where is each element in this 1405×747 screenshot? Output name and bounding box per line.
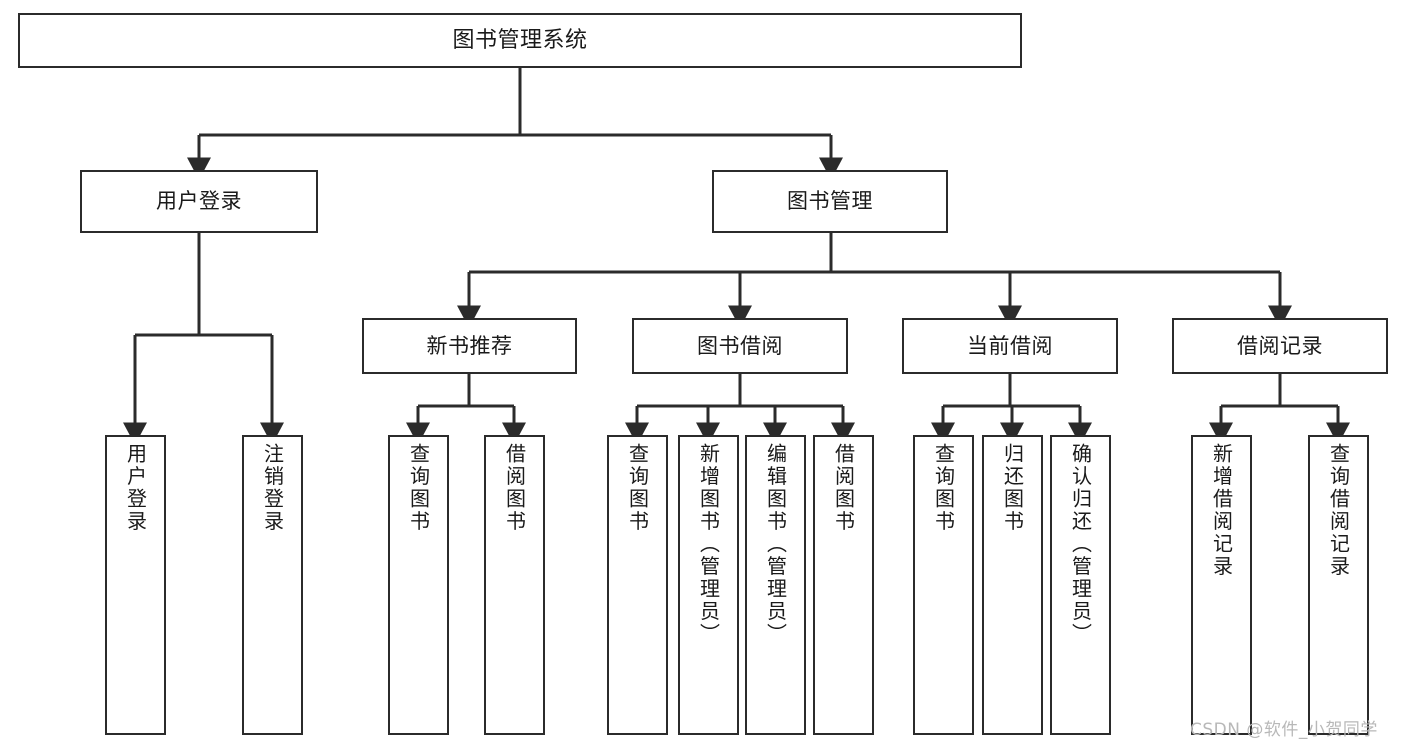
csdn-watermark: CSDN @软件_小贺同学 bbox=[1190, 720, 1378, 740]
node-borrow-record[interactable]: 借阅记录 bbox=[1172, 318, 1388, 374]
node-leaf-user-login-label: 用户登录 bbox=[123, 443, 148, 533]
node-leaf-borrow-book-1-label: 借阅图书 bbox=[502, 443, 527, 533]
node-leaf-query-book-3-label: 查询图书 bbox=[931, 443, 956, 533]
node-book-manage-label: 图书管理 bbox=[787, 189, 873, 214]
node-leaf-edit-book-label: 编辑图书（管理员） bbox=[763, 443, 788, 646]
node-leaf-return-book[interactable]: 归还图书 bbox=[982, 435, 1043, 735]
node-book-borrow-label: 图书借阅 bbox=[697, 333, 783, 358]
node-leaf-logout[interactable]: 注销登录 bbox=[242, 435, 303, 735]
node-leaf-query-record-label: 查询借阅记录 bbox=[1326, 443, 1351, 578]
node-leaf-query-book-2-label: 查询图书 bbox=[625, 443, 650, 533]
node-leaf-query-book-2[interactable]: 查询图书 bbox=[607, 435, 668, 735]
node-new-book-recommend[interactable]: 新书推荐 bbox=[362, 318, 577, 374]
node-current-borrow[interactable]: 当前借阅 bbox=[902, 318, 1118, 374]
node-book-borrow[interactable]: 图书借阅 bbox=[632, 318, 848, 374]
node-leaf-query-book-3[interactable]: 查询图书 bbox=[913, 435, 974, 735]
node-leaf-query-book-1-label: 查询图书 bbox=[406, 443, 431, 533]
root[interactable]: 图书管理系统 bbox=[18, 13, 1022, 68]
node-leaf-confirm-return[interactable]: 确认归还（管理员） bbox=[1050, 435, 1111, 735]
node-leaf-add-record[interactable]: 新增借阅记录 bbox=[1191, 435, 1252, 735]
node-user-login[interactable]: 用户登录 bbox=[80, 170, 318, 233]
node-leaf-logout-label: 注销登录 bbox=[260, 443, 285, 533]
node-leaf-borrow-book-1[interactable]: 借阅图书 bbox=[484, 435, 545, 735]
node-leaf-add-book-label: 新增图书（管理员） bbox=[696, 443, 721, 646]
root-label: 图书管理系统 bbox=[452, 27, 588, 53]
node-leaf-query-record[interactable]: 查询借阅记录 bbox=[1308, 435, 1369, 735]
node-book-manage[interactable]: 图书管理 bbox=[712, 170, 948, 233]
node-leaf-edit-book[interactable]: 编辑图书（管理员） bbox=[745, 435, 806, 735]
node-leaf-add-record-label: 新增借阅记录 bbox=[1209, 443, 1234, 578]
node-leaf-add-book[interactable]: 新增图书（管理员） bbox=[678, 435, 739, 735]
node-new-book-recommend-label: 新书推荐 bbox=[426, 333, 513, 358]
node-leaf-return-book-label: 归还图书 bbox=[1000, 443, 1025, 533]
node-current-borrow-label: 当前借阅 bbox=[967, 333, 1053, 358]
node-leaf-query-book-1[interactable]: 查询图书 bbox=[388, 435, 449, 735]
node-leaf-borrow-book-2-label: 借阅图书 bbox=[831, 443, 856, 533]
node-leaf-borrow-book-2[interactable]: 借阅图书 bbox=[813, 435, 874, 735]
node-borrow-record-label: 借阅记录 bbox=[1237, 333, 1323, 358]
node-user-login-label: 用户登录 bbox=[156, 189, 242, 214]
node-leaf-user-login[interactable]: 用户登录 bbox=[105, 435, 166, 735]
node-leaf-confirm-return-label: 确认归还（管理员） bbox=[1068, 443, 1093, 646]
